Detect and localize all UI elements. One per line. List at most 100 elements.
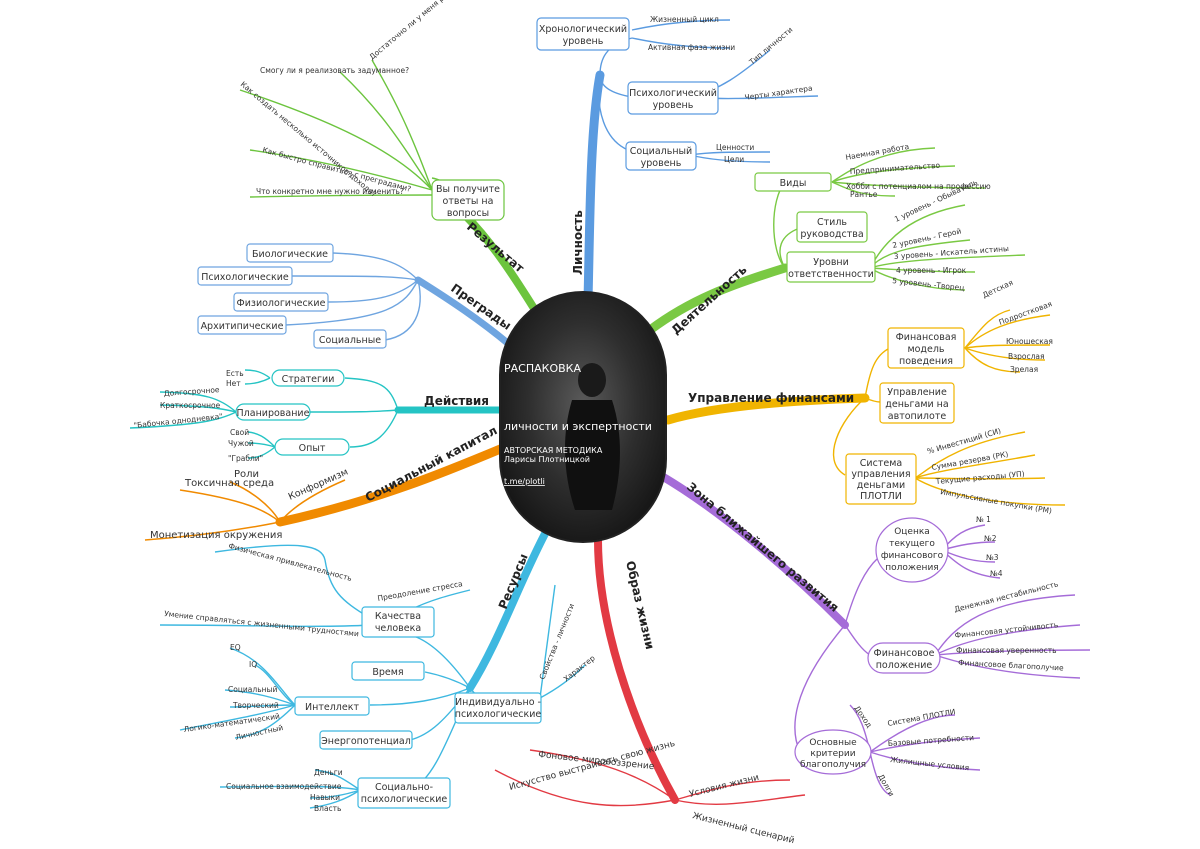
leaf-model-1: Детская <box>981 278 1014 300</box>
center-method: АВТОРСКАЯ МЕТОДИКА <box>504 446 603 455</box>
leaf-chrono-2: Активная фаза жизни <box>648 43 735 52</box>
portrait-body <box>564 400 620 510</box>
leaf-obraz-3: Условия жизни <box>688 773 760 800</box>
leaf-individ-2: Характер <box>562 653 597 683</box>
deystviya-nodes: Стратегии Есть Нет Планирование Долгосро… <box>133 369 350 463</box>
leaf-plan-3: "Бабочка однодневка" <box>133 412 223 430</box>
pregrady-subtree <box>284 252 421 341</box>
branch-rezultat-line <box>459 209 539 314</box>
node-preg-1[interactable] <box>246 243 334 263</box>
soc-subtree <box>144 479 346 541</box>
node-plan[interactable] <box>235 403 311 421</box>
node-ocenka[interactable] <box>875 517 949 583</box>
node-ocenka-l1: Оценка <box>894 527 930 537</box>
branch-lichnost-line <box>583 70 605 305</box>
node-stil[interactable] <box>796 211 868 243</box>
leaf-plan-2: Краткосрочное <box>160 401 221 410</box>
leaf-model-4: Взрослая <box>1008 352 1045 361</box>
branch-label-finance: Управление финансами <box>688 391 854 405</box>
branch-obraz-line <box>594 536 679 804</box>
node-vremya[interactable] <box>351 661 425 681</box>
node-energo[interactable] <box>319 730 413 750</box>
node-urovni[interactable] <box>786 251 876 283</box>
node-social-l2: уровень <box>641 158 682 169</box>
node-preg-5-label: Социальные <box>319 335 381 346</box>
leaf-kachestva-1: Физическая привлекательность <box>227 541 352 583</box>
node-vidy-label: Виды <box>780 178 807 189</box>
node-social[interactable] <box>625 141 697 171</box>
node-auto-l2: деньгами на <box>885 399 948 410</box>
node-system-l1: Система <box>860 458 902 469</box>
leaf-soc-4: Монетизация окружения <box>150 530 282 541</box>
node-ocenka-l2: текущего <box>889 539 935 549</box>
node-kriterii[interactable] <box>794 729 872 775</box>
center-title: РАСПАКОВКА <box>504 362 581 375</box>
branch-label-deystviya: Действия <box>424 394 489 408</box>
node-vidy[interactable] <box>754 172 832 192</box>
branch-label-soc: Социальный капитал <box>363 423 500 505</box>
node-preg-4[interactable] <box>197 315 287 335</box>
node-ocenka-l4: положения <box>885 563 938 573</box>
resursy-nodes: Качества человека Физическая привлекател… <box>164 541 597 813</box>
node-preg-1-label: Биологические <box>252 249 328 260</box>
leaf-system-1: % Инвестиций (СИ) <box>926 426 1002 456</box>
node-auto[interactable] <box>879 382 955 424</box>
leaf-intellekt-4: Творческий <box>232 701 279 710</box>
branch-pregrady-line <box>414 276 514 349</box>
node-rez-box[interactable] <box>431 179 505 221</box>
node-psych[interactable] <box>627 81 719 115</box>
lichnost-nodes: Хронологический уровень Жизненный цикл А… <box>536 15 813 171</box>
node-opyt[interactable] <box>274 438 350 456</box>
node-model-l3: поведения <box>899 356 953 367</box>
leaf-polozh-1: Денежная нестабильность <box>953 579 1059 614</box>
obraz-nodes: Фоновое мировоззрение Искусство выстраив… <box>508 739 795 846</box>
center-node: РАСПАКОВКА личности и экспертности АВТОР… <box>499 291 667 543</box>
node-individ-l1: Индивидуально - <box>455 697 541 708</box>
leaf-opyt-2: Чужой <box>228 439 254 448</box>
node-stil-l1: Стиль <box>817 217 847 228</box>
node-strategii[interactable] <box>271 369 345 387</box>
question-5: Что конкретно мне нужно изменить? <box>256 187 404 196</box>
node-stil-l2: руководства <box>800 229 863 240</box>
finance-nodes: Финансовая модель поведения Детская Подр… <box>845 278 1053 516</box>
node-preg-4-label: Архитипические <box>201 321 284 332</box>
leaf-ocenka-3: №3 <box>986 553 999 562</box>
leaf-opyt-1: Свой <box>230 428 249 437</box>
branch-label-zona: Зона ближайшего развития <box>684 480 841 615</box>
question-2: Достаточно ли у меня ресурсов? <box>368 0 473 62</box>
node-preg-5[interactable] <box>313 329 387 349</box>
center-link[interactable]: t.me/plotli <box>504 477 545 486</box>
node-urovni-l2: ответственности <box>788 269 874 280</box>
node-chrono-l2: уровень <box>563 36 604 47</box>
node-socpsy[interactable] <box>357 777 451 809</box>
node-plan-label: Планирование <box>237 408 310 419</box>
node-system-l3: деньгами <box>857 480 905 491</box>
leaf-kachestva-3: Умение справляться с жизненными трудност… <box>164 609 360 638</box>
node-intellekt[interactable] <box>294 696 370 716</box>
branch-resursy-line <box>466 524 552 692</box>
node-preg-2[interactable] <box>197 266 293 286</box>
branch-label-deyatelnost: Деятельность <box>669 262 750 337</box>
node-socpsy-l1: Социально- <box>375 782 433 793</box>
node-system[interactable] <box>845 453 917 505</box>
node-socpsy-l2: психологические <box>361 794 448 805</box>
node-chrono[interactable] <box>536 17 630 51</box>
branch-label-lichnost: Личность <box>571 210 585 275</box>
node-system-l2: управления <box>851 469 910 480</box>
node-intellekt-label: Интеллект <box>305 702 359 713</box>
leaf-vidy-2: Предпринимательство <box>850 161 941 176</box>
node-vremya-label: Время <box>372 667 403 678</box>
node-preg-3[interactable] <box>233 292 329 312</box>
node-system-l4: ПЛОТЛИ <box>860 491 902 502</box>
node-rez-box-l1: Вы получите <box>436 184 500 195</box>
branch-zona-line <box>656 471 849 629</box>
leaf-strategii-2: Нет <box>226 379 241 388</box>
node-individ[interactable] <box>454 692 542 724</box>
leaf-model-3: Юношеская <box>1006 337 1053 346</box>
node-model[interactable] <box>887 327 965 369</box>
node-kachestva[interactable] <box>361 606 435 638</box>
leaf-soc-3: Токсичная среда <box>184 478 274 489</box>
node-polozh[interactable] <box>867 642 941 674</box>
